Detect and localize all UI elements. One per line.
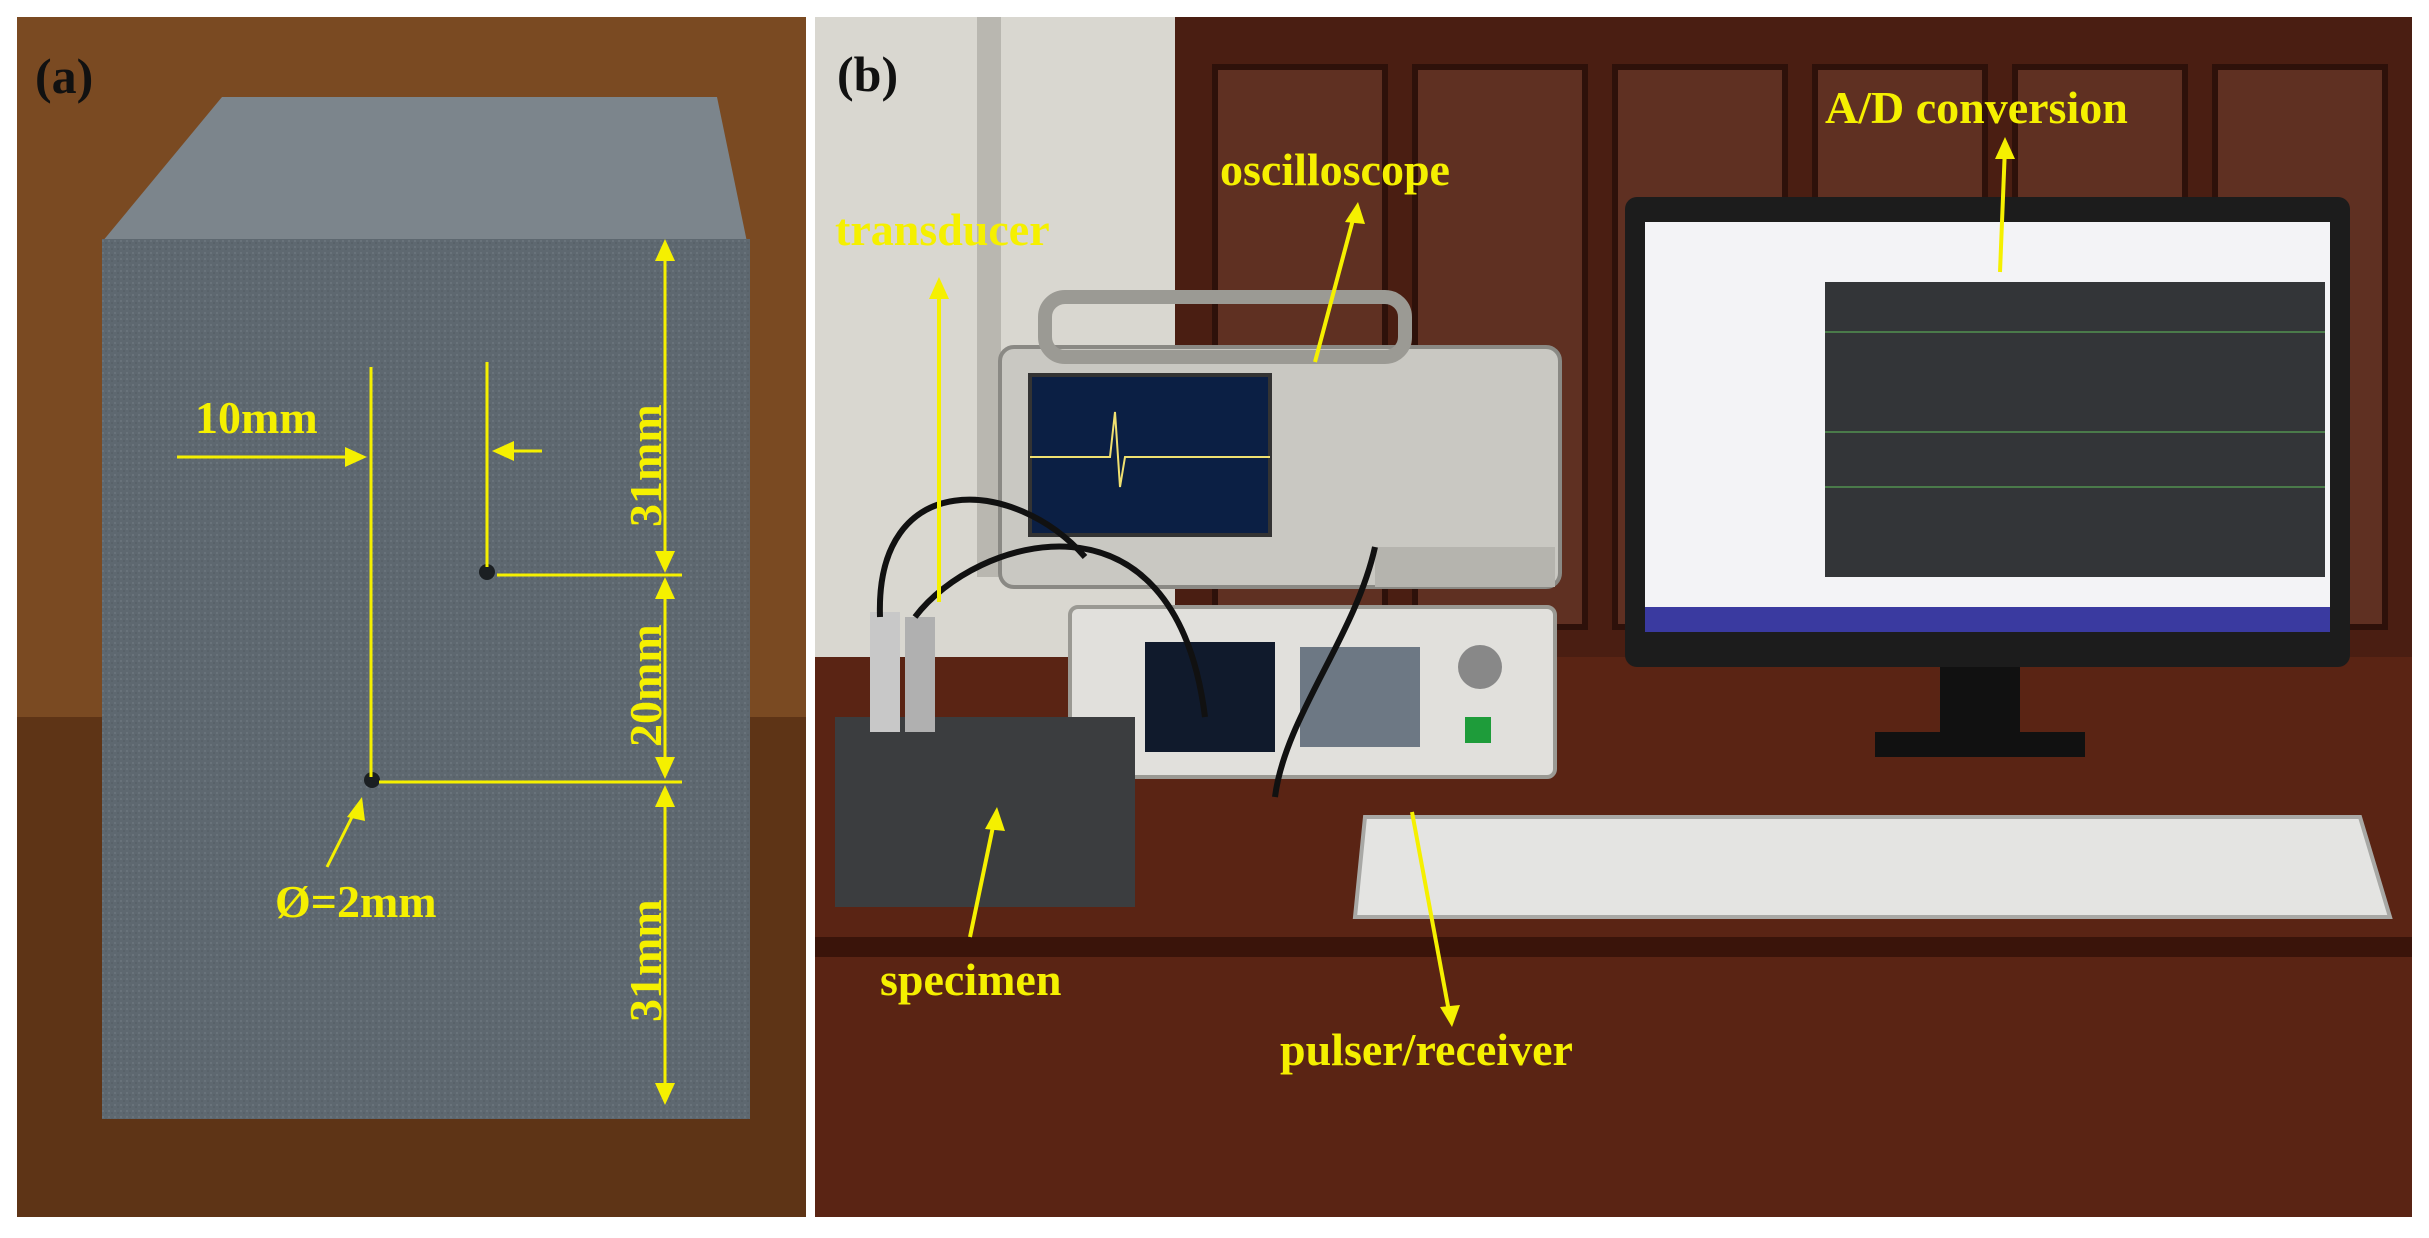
panel-a-label: (a) [35,48,94,104]
monitor-stand [1940,667,2020,737]
oscilloscope-label: oscilloscope [1220,144,1450,195]
top-31mm-label: 31mm [620,404,671,527]
panel-b-scene [815,17,2412,1217]
table-edge [815,937,2412,957]
ad-software-grid [1825,331,2325,488]
specimen-top-face [102,97,747,242]
lower-hole [364,772,380,788]
annotation-lines [937,146,2007,1018]
specimen-pointer [968,816,997,938]
oscilloscope-connectors [1375,547,1555,587]
transducer-probe-1 [870,612,900,732]
pulser-receiver-pointer [1410,811,1452,1018]
taskbar [1645,607,2330,632]
bottom-31mm-label: 31mm [620,899,671,1022]
oscilloscope-screen [1028,373,1272,537]
specimen-texture [102,239,750,1119]
wall-pipe [977,17,1001,577]
pulser-receiver-knob [1458,645,1502,689]
oscilloscope-waveform [1030,411,1270,488]
ad-conversion-pointer [1998,146,2007,273]
ad-conversion-label: A/D conversion [1825,82,2128,133]
ad-software-plot-area [1825,282,2325,577]
upper-hole [479,564,495,580]
diameter-label: Ø=2mm [275,876,437,927]
specimen-label: specimen [880,954,1062,1005]
arrowheads [345,239,675,1105]
middle-20mm-label: 20mm [620,624,671,747]
pulser-receiver-keypad [1300,647,1420,747]
oscilloscope-handle [1038,290,1412,364]
panel-a-scene [17,17,806,1217]
panel-b-experiment-setup-photo: (b) transducer oscilloscope A/D conversi… [815,17,2412,1217]
cables [876,496,1378,798]
annotation-arrowheads [929,137,2015,1027]
monitor-base [1875,732,2085,757]
pulser-receiver-label: pulser/receiver [1280,1024,1573,1075]
oscilloscope-pointer [1313,211,1357,363]
offset-10mm-label: 10mm [195,392,318,443]
transducer-label: transducer [835,204,1050,255]
transducer-probe-2 [905,617,935,732]
panel-b-label: (b) [837,46,899,102]
specimen-block [835,717,1135,907]
pulser-receiver-screen [1145,642,1275,752]
pulser-receiver-button [1465,717,1491,743]
keyboard [1352,815,2393,919]
panel-a-specimen-photo: (a) 10mm 31mm 20mm 31mm Ø=2mm [17,17,806,1217]
